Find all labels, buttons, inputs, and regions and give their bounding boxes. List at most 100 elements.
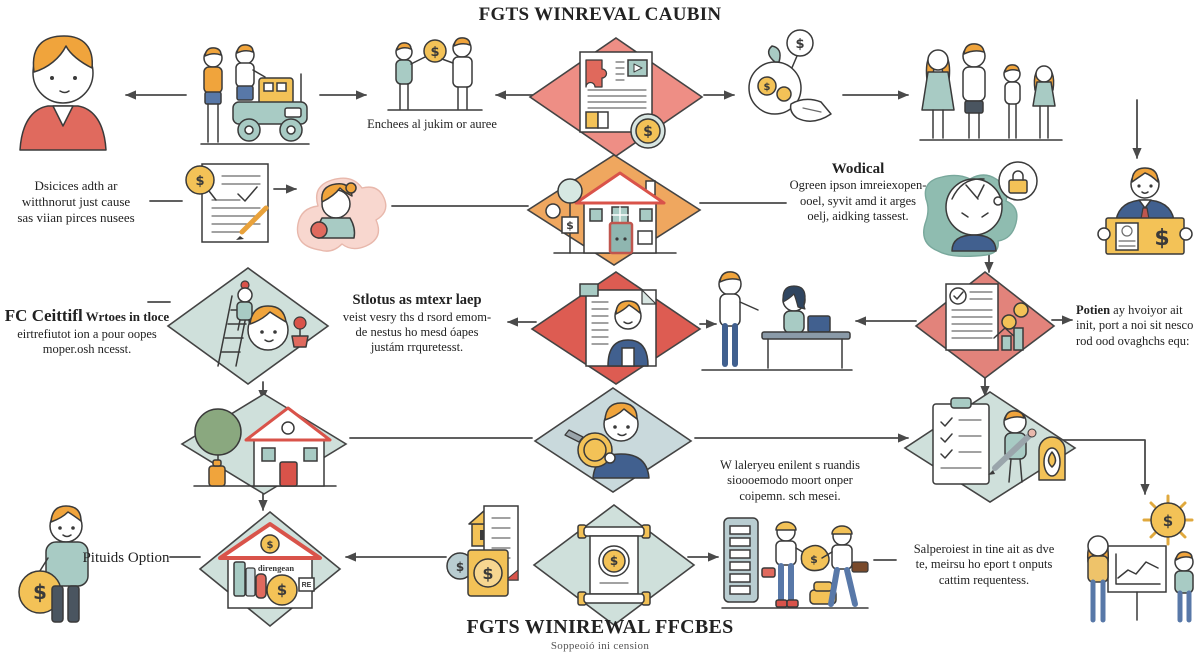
blue-diamond bbox=[533, 387, 693, 493]
savings-house-diamond-illustration: $ direngean $ RE bbox=[198, 510, 342, 628]
man-with-money-sign-illustration: $ bbox=[1097, 167, 1193, 255]
terminal-machine-icon bbox=[723, 517, 759, 603]
clipboard-checklist-icon bbox=[932, 397, 990, 485]
assets-cluster-illustration: $ $ bbox=[446, 505, 519, 597]
arrow-clipboard-elbow-down bbox=[1059, 439, 1150, 495]
forklift-scene-illustration bbox=[200, 44, 310, 145]
family-illustration bbox=[919, 43, 1063, 141]
fc-heading: FC Ceittifl bbox=[4, 306, 83, 325]
stlotus-line2: de nestus ho mesd óapes bbox=[355, 324, 479, 339]
dollar-sign: $ bbox=[267, 540, 274, 551]
office-desk-illustration bbox=[701, 271, 853, 371]
wlaieryeu-line2: sioooemodo moort onper bbox=[727, 473, 853, 488]
dollar-sign: $ bbox=[810, 553, 818, 566]
wlaieryeu-line3: coipemn. sch mesei. bbox=[739, 488, 841, 503]
wodical-note: Wodical Ogreen ipson imreiexopen- ooel, … bbox=[772, 160, 944, 224]
stlotus-note: Stlotus as mtexr laep veist vesry ths d … bbox=[322, 292, 512, 355]
growth-chart-icon bbox=[993, 302, 1029, 351]
dollar-coin-icon: $ bbox=[423, 39, 447, 63]
bottom-title: FGTS WINIREWAL FFCBES bbox=[466, 616, 734, 638]
person-figure bbox=[592, 402, 650, 479]
walking-worker-figure bbox=[821, 525, 869, 607]
planning-board-illustration: $ bbox=[1086, 494, 1194, 623]
report-checklist-diamond-illustration bbox=[914, 270, 1056, 380]
salperoiest-note: Salperoiest in tine ait as dve te, meirs… bbox=[898, 542, 1070, 588]
father-figure bbox=[962, 43, 986, 139]
dollar-sign: $ bbox=[566, 219, 574, 232]
dollar-scroll-icon: $ bbox=[577, 524, 651, 606]
dismissal-line2: witthnorut just cause bbox=[21, 193, 131, 209]
stlotus-heading: Stlotus as mtexr laep bbox=[352, 292, 482, 308]
potien-heading: Potien bbox=[1076, 303, 1111, 317]
wlaieryeu-note: W laleryeu enilent s ruandis sioooemodo … bbox=[692, 458, 888, 504]
dollar-magnifier-icon: $ bbox=[185, 165, 217, 201]
shoulders bbox=[951, 234, 997, 252]
top-title: FGTS WINREVAL CAUBIN bbox=[478, 4, 722, 25]
worker-pink-blob-illustration bbox=[296, 177, 387, 252]
salperoiest-line3: cattim requentess. bbox=[938, 572, 1030, 587]
potien-note: Potien ay hvoiyor ait init, port a noi s… bbox=[1076, 303, 1200, 349]
coin-exchange-caption: Enchees al jukim or auree bbox=[367, 117, 497, 131]
hand-coin-purse-illustration: $ $ bbox=[748, 29, 832, 122]
man-figure bbox=[1174, 551, 1194, 623]
scroll-diamond-illustration: $ bbox=[532, 504, 696, 626]
dollar-sign: $ bbox=[33, 580, 47, 604]
dollar-sign: $ bbox=[430, 45, 439, 60]
potien-line3: rod ood ovaghchs equ: bbox=[1076, 333, 1190, 348]
dollar-sign: $ bbox=[610, 554, 618, 568]
sweater bbox=[45, 541, 89, 587]
money-board-icon: $ bbox=[1097, 217, 1193, 255]
salperoiest-line1: Salperoiest in tine ait as dve bbox=[913, 542, 1055, 556]
red-bag-icon bbox=[310, 221, 328, 239]
fc-line3: moper.osh ncesst. bbox=[42, 341, 132, 356]
pencil-icon bbox=[236, 205, 269, 240]
dollar-sign: $ bbox=[795, 37, 804, 52]
stlotus-line1: veist vesry ths d rsord emom- bbox=[342, 309, 492, 324]
dollar-card-icon: $ bbox=[467, 549, 509, 597]
dismissal-line3: sas viian pirces nusees bbox=[17, 209, 135, 225]
forklift-icon bbox=[232, 73, 308, 142]
gold-coin-icon bbox=[564, 429, 616, 468]
big-dollar-coin-icon: $ bbox=[18, 570, 62, 614]
fc-line2: eirtrefiutot ion a pour oopes bbox=[17, 326, 157, 341]
wodical-line1: Ogreen ipson imreiexopen- bbox=[789, 178, 927, 193]
employee-avatar-illustration bbox=[19, 35, 107, 151]
dismissal-note: Dsicices adth ar witthnorut just cause s… bbox=[0, 178, 152, 226]
daughter-figure bbox=[1032, 65, 1056, 139]
coin-purse-icon: $ bbox=[748, 45, 802, 115]
seated-woman-figure bbox=[782, 285, 806, 334]
money-house-icon: $ direngean $ RE bbox=[218, 522, 322, 609]
man-figure bbox=[441, 37, 473, 110]
dollar-sign: $ bbox=[277, 581, 287, 599]
person-coin-diamond-illustration bbox=[533, 387, 693, 493]
thinking-lock-illustration bbox=[923, 161, 1038, 258]
content-document-icon bbox=[579, 51, 653, 133]
coin-exchange-illustration: $ bbox=[387, 37, 483, 111]
dismissal-line1: Dsicices adth ar bbox=[34, 178, 118, 193]
dollar-sign: $ bbox=[456, 560, 464, 574]
two-story-house-icon bbox=[574, 171, 666, 255]
standing-man-figure bbox=[718, 271, 759, 367]
ladder-diamond-illustration bbox=[166, 267, 330, 385]
dollar-sign: $ bbox=[1154, 226, 1169, 251]
fc-note: FC Ceittifl Wrtoes in tloce eirtrefiutot… bbox=[0, 306, 174, 357]
boy-figure bbox=[395, 42, 426, 110]
hair bbox=[32, 35, 93, 73]
dollar-sign: $ bbox=[764, 82, 771, 93]
fc-heading-rest: Wrtoes in tloce bbox=[82, 309, 170, 324]
flower-pot-icon bbox=[291, 316, 309, 348]
profile-person bbox=[607, 300, 649, 367]
wodical-heading: Wodical bbox=[831, 161, 885, 177]
padlock-bubble-icon bbox=[993, 161, 1038, 206]
tree-dollar-sign-icon: $ bbox=[545, 178, 583, 254]
wodical-line3: oelj, aidking tassest. bbox=[807, 208, 909, 223]
potien-heading-rest: ay hvoiyor ait bbox=[1110, 303, 1183, 317]
stlotus-line3: justám rrquretesst. bbox=[370, 340, 464, 355]
wodical-line2: ooel, syvit amd it arges bbox=[799, 193, 917, 208]
son-figure bbox=[1003, 64, 1021, 139]
head-outline bbox=[945, 178, 1003, 236]
person-with-pencil-figure bbox=[988, 410, 1037, 483]
big-head-figure bbox=[247, 305, 289, 351]
checked-document-icon bbox=[945, 283, 999, 351]
